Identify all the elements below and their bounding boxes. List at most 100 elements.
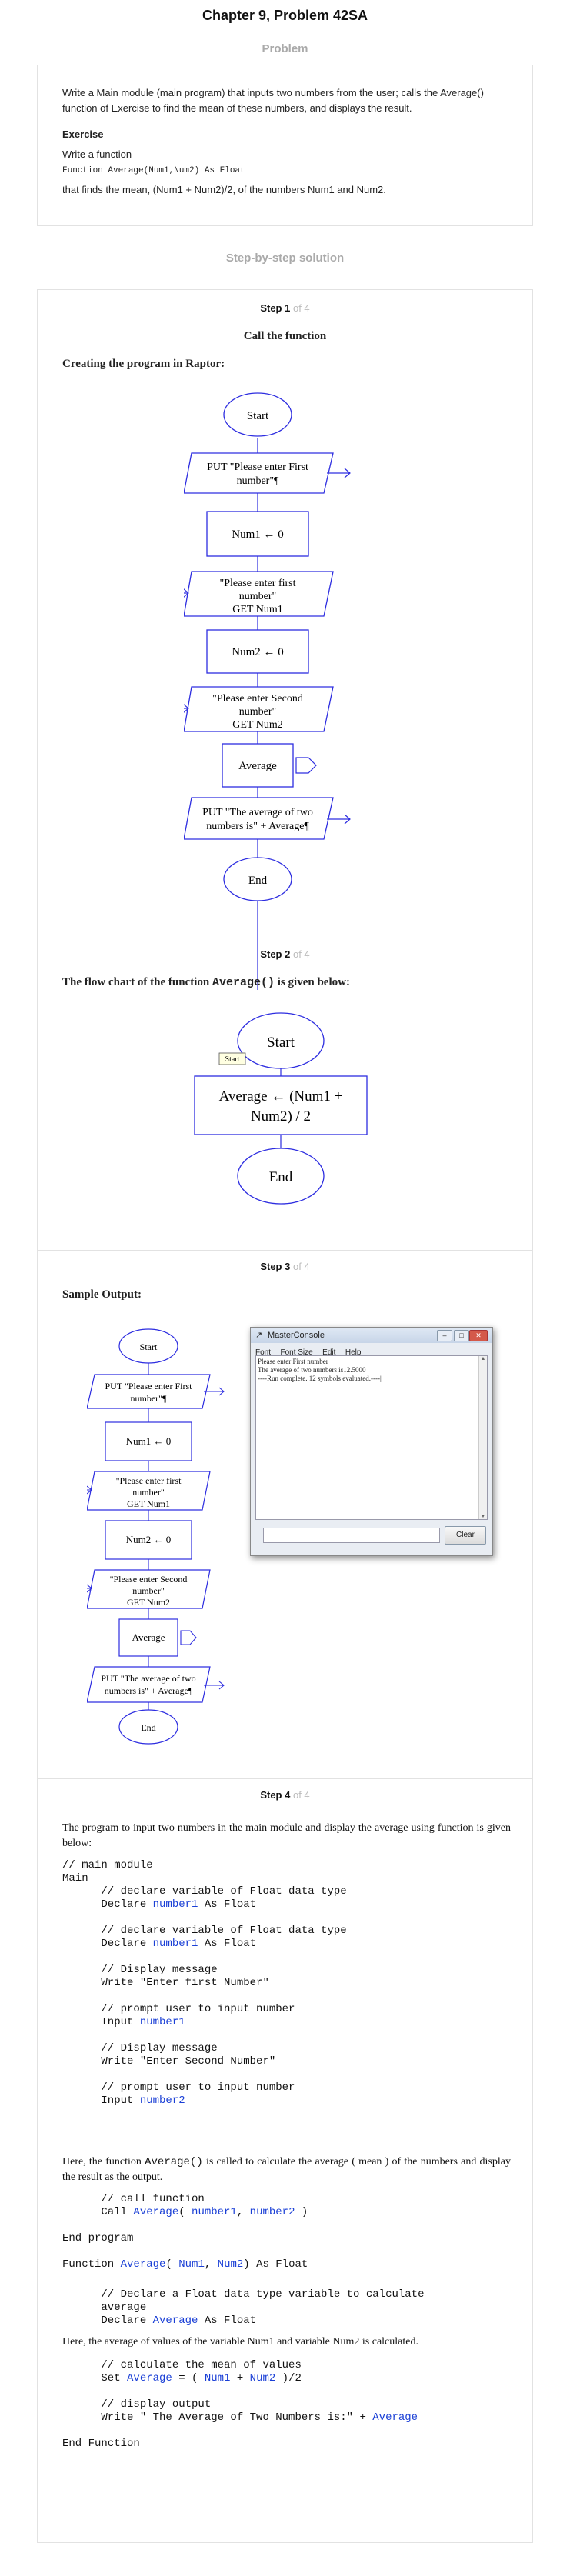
code-identifier: Average — [120, 2258, 166, 2271]
code-line: // Display message — [62, 1964, 347, 1977]
code-text: )/2 — [275, 2372, 302, 2384]
code-text: ) — [295, 2206, 308, 2218]
code-text: End program — [62, 2232, 134, 2244]
output-average-line2: numbers is" + Average¶ — [105, 1685, 193, 1696]
step-4-label: Step 4 — [260, 1789, 291, 1801]
exercise-description: that finds the mean, (Num1 + Num2)/2, of… — [62, 184, 386, 195]
exercise-intro: Write a function — [62, 148, 132, 160]
code-text: // calculate the mean of values — [62, 2359, 302, 2371]
code-identifier: number1 — [152, 1938, 198, 1950]
console-scrollbar[interactable]: ▲ ▼ — [478, 1356, 487, 1519]
para-text-end: is called to calculate the average ( mea… — [62, 2156, 511, 2183]
console-line: Please enter First number — [258, 1358, 328, 1365]
input-num2-line1: "Please enter Second — [212, 693, 303, 705]
code-text: ) As Float — [243, 2258, 308, 2271]
code-line: // calculate the mean of values — [62, 2359, 418, 2372]
code-line: Function Average( Num1, Num2) As Float — [62, 2258, 308, 2271]
menu-help[interactable]: Help — [345, 1348, 362, 1357]
problem-text: Write a Main module (main program) that … — [62, 87, 484, 114]
code-text: // prompt user to input number — [62, 2081, 295, 2094]
assign-average-line1: Average ← (Num1 + — [219, 1088, 343, 1105]
code-identifier: Average — [133, 2206, 179, 2218]
input-num2 — [184, 686, 334, 732]
step-2-heading-code: Average() — [212, 976, 275, 989]
console-menu-bar: Font Font Size Edit Help — [255, 1345, 367, 1358]
code-text: Declare — [62, 2314, 153, 2327]
step-2-heading-text-end: is given below: — [275, 976, 350, 988]
step-1-heading: Call the function — [243, 330, 327, 342]
assign-num1-label: Num1 ← 0 — [126, 1435, 172, 1447]
solution-card: Step 1 of 4 Call the function Creating t… — [37, 289, 533, 2543]
page-title: Chapter 9, Problem 42SA — [202, 8, 368, 23]
code-text: As Float — [198, 1938, 257, 1950]
code-text: End Function — [62, 2438, 140, 2450]
input-num1-line3: GET Num1 — [232, 604, 282, 615]
code-text: // main module — [62, 1859, 153, 1871]
code-line: // main module — [62, 1859, 347, 1872]
code-line — [62, 1951, 347, 1964]
raptor-flowchart-sample: Start PUT "Please enter First number"¶ N… — [87, 1328, 225, 1745]
code-line: // declare variable of Float data type — [62, 1885, 346, 1898]
end-label: End — [141, 1722, 155, 1733]
code-text: As Float — [198, 1898, 257, 1911]
code-text: // display output — [62, 2398, 212, 2411]
code-line: End Function — [62, 2438, 418, 2451]
code-identifier: number1 — [152, 1898, 198, 1911]
step-4-call-explanation: Here, the function Average() is called t… — [62, 2154, 511, 2185]
code-identifier: number1 — [192, 2206, 237, 2218]
code-line: Input number1 — [62, 2016, 347, 2029]
code-text: + — [230, 2372, 250, 2384]
console-line: The average of two numbers is12.5000 — [258, 1366, 366, 1374]
assign-num1 — [206, 511, 309, 557]
console-output-area[interactable]: Please enter First number The average of… — [255, 1355, 488, 1520]
divider — [38, 1250, 532, 1251]
end-label: End — [248, 875, 268, 887]
code-identifier: Num2 — [249, 2372, 276, 2384]
code-text: // call function — [62, 2193, 205, 2205]
maximize-button[interactable]: □ — [454, 1330, 469, 1341]
code-line — [62, 2245, 308, 2258]
clear-button[interactable]: Clear — [445, 1526, 486, 1545]
scroll-up-icon[interactable]: ▲ — [480, 1356, 486, 1361]
output-first-prompt — [184, 452, 334, 494]
code-line: Main — [62, 1872, 347, 1885]
console-input-field[interactable] — [263, 1528, 440, 1543]
console-title: MasterConsole — [268, 1331, 325, 1340]
code-identifier: Num1 — [178, 2258, 205, 2271]
code-line: average — [62, 2301, 511, 2314]
step-4-intro: The program to input two numbers in the … — [62, 1822, 511, 1849]
step-2-of: of 4 — [292, 948, 310, 960]
console-line: ----Run complete. 12 symbols evaluated.-… — [258, 1375, 382, 1382]
output-average — [184, 797, 334, 840]
output-average-line1: PUT "The average of two — [202, 807, 313, 818]
code-line — [62, 2219, 308, 2232]
code-block-call: // call function Call Average( number1, … — [62, 2193, 308, 2271]
code-text: , — [236, 2206, 250, 2218]
end-label: End — [269, 1169, 293, 1185]
step-3-heading: Sample Output: — [62, 1288, 142, 1301]
raptor-flowchart-main: Start PUT "Please enter First number"¶ N… — [184, 392, 351, 990]
minimize-button[interactable]: – — [437, 1330, 452, 1341]
assign-num2 — [206, 629, 309, 674]
code-line — [62, 1911, 347, 1925]
code-text: Write " The Average of Two Numbers is:" … — [62, 2411, 373, 2424]
input-num2-line2: number" — [239, 706, 276, 718]
menu-font[interactable]: Font — [255, 1348, 272, 1357]
code-identifier: Average — [152, 2314, 198, 2327]
code-line: // prompt user to input number — [62, 2003, 347, 2016]
step-3-of: of 4 — [292, 1261, 310, 1272]
code-text: average — [62, 2301, 147, 2314]
close-button[interactable]: ✕ — [469, 1330, 488, 1341]
scroll-down-icon[interactable]: ▼ — [480, 1514, 486, 1519]
output-first-prompt-line2: number"¶ — [237, 475, 279, 487]
step-1-header: Step 1 of 4 — [38, 302, 532, 314]
code-text: // Display message — [62, 2042, 218, 2054]
menu-edit[interactable]: Edit — [322, 1348, 336, 1357]
start-tooltip-text: Start — [225, 1055, 240, 1064]
code-line: // prompt user to input number — [62, 2081, 347, 2094]
step-2-heading: The flow chart of the function Average()… — [62, 976, 350, 989]
assign-num2-label: Num2 ← 0 — [232, 646, 284, 658]
menu-font-size[interactable]: Font Size — [280, 1348, 313, 1357]
code-text: Input — [62, 2016, 140, 2028]
